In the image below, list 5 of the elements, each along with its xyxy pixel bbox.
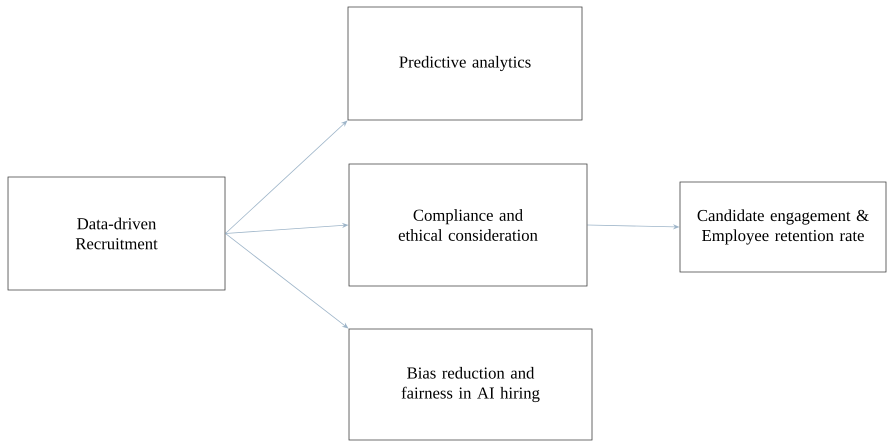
process-box: Compliance and ethical consideration	[348, 164, 588, 286]
process-box: Data-driven Recruitment	[8, 176, 226, 290]
process-box: Predictive analytics	[348, 6, 582, 120]
process-box: Candidate engagement & Employee retention rate	[680, 182, 886, 272]
process-box: Bias reduction and fairness in AI hiring	[348, 328, 592, 440]
